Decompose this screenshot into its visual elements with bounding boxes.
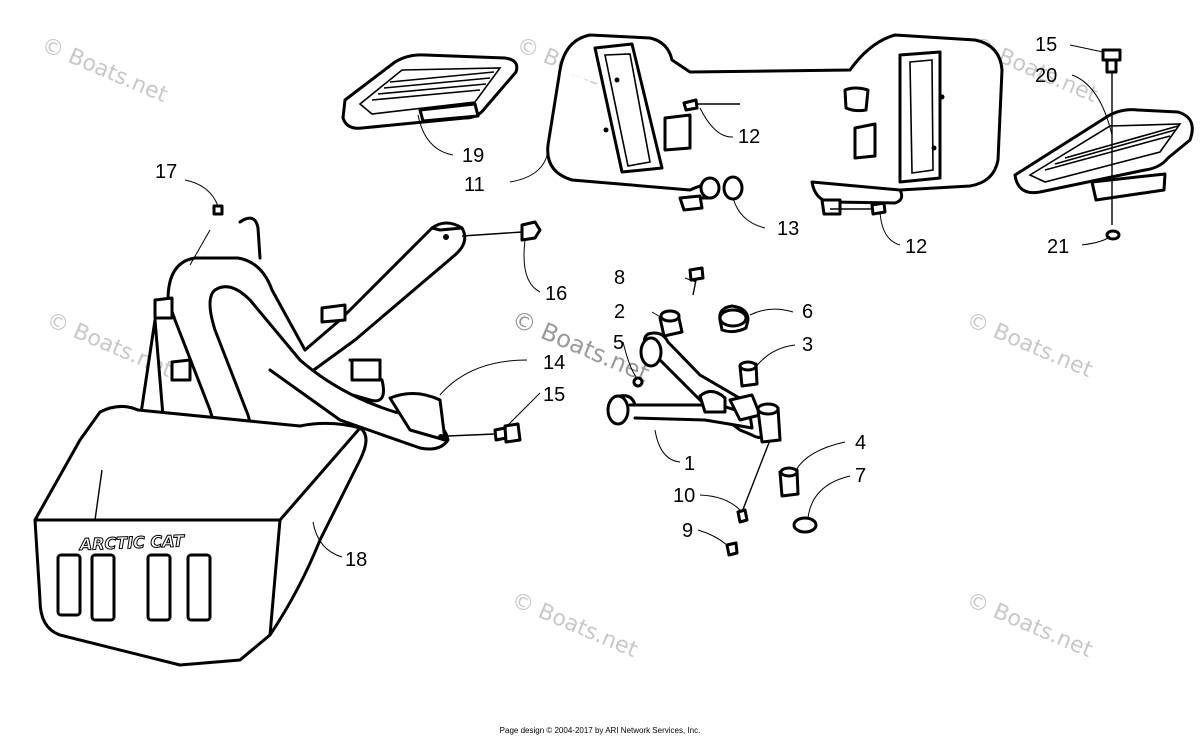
watermark: © Boats.net xyxy=(508,588,642,664)
callout-13: 13 xyxy=(777,218,799,240)
callout-4: 4 xyxy=(855,432,866,454)
callout-8: 8 xyxy=(614,267,625,289)
footrest-right xyxy=(1013,108,1194,202)
footrest-left xyxy=(341,53,519,130)
bushing-2 xyxy=(658,309,684,338)
bushing-3 xyxy=(738,360,759,388)
brush-guard xyxy=(153,216,467,451)
callout-12-lower: 12 xyxy=(905,236,927,258)
callout-19: 19 xyxy=(462,145,484,167)
watermark: © Boats.net xyxy=(963,588,1097,664)
rear-rack xyxy=(546,33,1004,216)
bolt-middle xyxy=(447,422,522,444)
callout-15-middle: 15 xyxy=(543,384,565,406)
rack-bolt-lower xyxy=(830,201,887,216)
callout-10: 10 xyxy=(673,485,695,507)
bolt-small xyxy=(212,204,224,216)
bushing-4 xyxy=(778,466,800,498)
watermark: © Boats.net xyxy=(38,33,172,109)
callout-16: 16 xyxy=(545,283,567,305)
callout-21: 21 xyxy=(1047,236,1069,258)
bolt-5 xyxy=(632,376,644,388)
callout-labels: 17 19 11 12 13 12 15 20 21 16 8 2 6 5 3 … xyxy=(155,34,1069,571)
nut xyxy=(520,220,542,242)
callout-11: 11 xyxy=(464,174,485,196)
end-cap xyxy=(722,175,744,201)
washer xyxy=(1105,229,1121,241)
callout-14: 14 xyxy=(543,352,565,374)
callout-18: 18 xyxy=(345,549,367,571)
callout-1: 1 xyxy=(684,453,695,475)
callout-9: 9 xyxy=(682,520,693,542)
callout-15-top: 15 xyxy=(1035,34,1057,56)
callout-20: 20 xyxy=(1035,65,1057,87)
skid-plate: ARCTIC CAT xyxy=(33,318,368,667)
callout-5: 5 xyxy=(613,332,624,354)
callout-2: 2 xyxy=(614,301,625,323)
callout-17: 17 xyxy=(155,161,177,183)
callout-6: 6 xyxy=(802,301,813,323)
cap-7 xyxy=(792,516,818,534)
a-arm-assembly xyxy=(606,331,782,444)
rack-bolt-upper xyxy=(682,98,740,112)
callout-7: 7 xyxy=(855,465,866,487)
footer-credit: Page design © 2004-2017 by ARI Network S… xyxy=(499,726,701,735)
callout-12-upper: 12 xyxy=(738,126,760,148)
cap-6 xyxy=(718,304,750,334)
watermark: © Boats.net xyxy=(963,308,1097,384)
watermark: © Boats.net xyxy=(508,305,654,388)
bolt-top-right xyxy=(1101,48,1122,225)
callout-3: 3 xyxy=(802,334,813,356)
bolt-8 xyxy=(688,266,705,296)
arctic-cat-logo: ARCTIC CAT xyxy=(77,531,185,554)
leader-lines xyxy=(184,44,1113,558)
cap-9 xyxy=(725,541,739,557)
